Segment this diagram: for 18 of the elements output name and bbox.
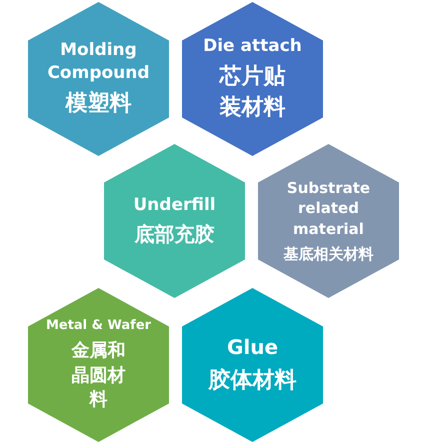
- english-label: Glue: [226, 334, 278, 362]
- english-label: Molding Compound: [46, 38, 151, 85]
- english-label: Underfill: [133, 194, 216, 217]
- chinese-label: 金属和晶圆材料: [70, 338, 126, 412]
- hexagon-tile: [104, 144, 245, 298]
- hexagon-tile: [28, 2, 169, 156]
- hexagon-tile: [182, 2, 323, 156]
- hexagon-tile: [258, 144, 399, 298]
- english-label: Die attach: [203, 35, 302, 58]
- english-label: Metal & Wafer: [46, 316, 152, 335]
- hexagon-tile: [28, 288, 169, 442]
- chinese-label: 胶体材料: [208, 366, 296, 395]
- english-label: Substrate related material: [286, 178, 370, 240]
- chinese-label: 底部充胶: [134, 220, 214, 248]
- chinese-label: 基底相关材料: [284, 244, 374, 264]
- chinese-label: 芯片贴装材料: [218, 63, 286, 122]
- chinese-label: 模塑料: [66, 90, 132, 118]
- hexagon-tile: [182, 288, 323, 442]
